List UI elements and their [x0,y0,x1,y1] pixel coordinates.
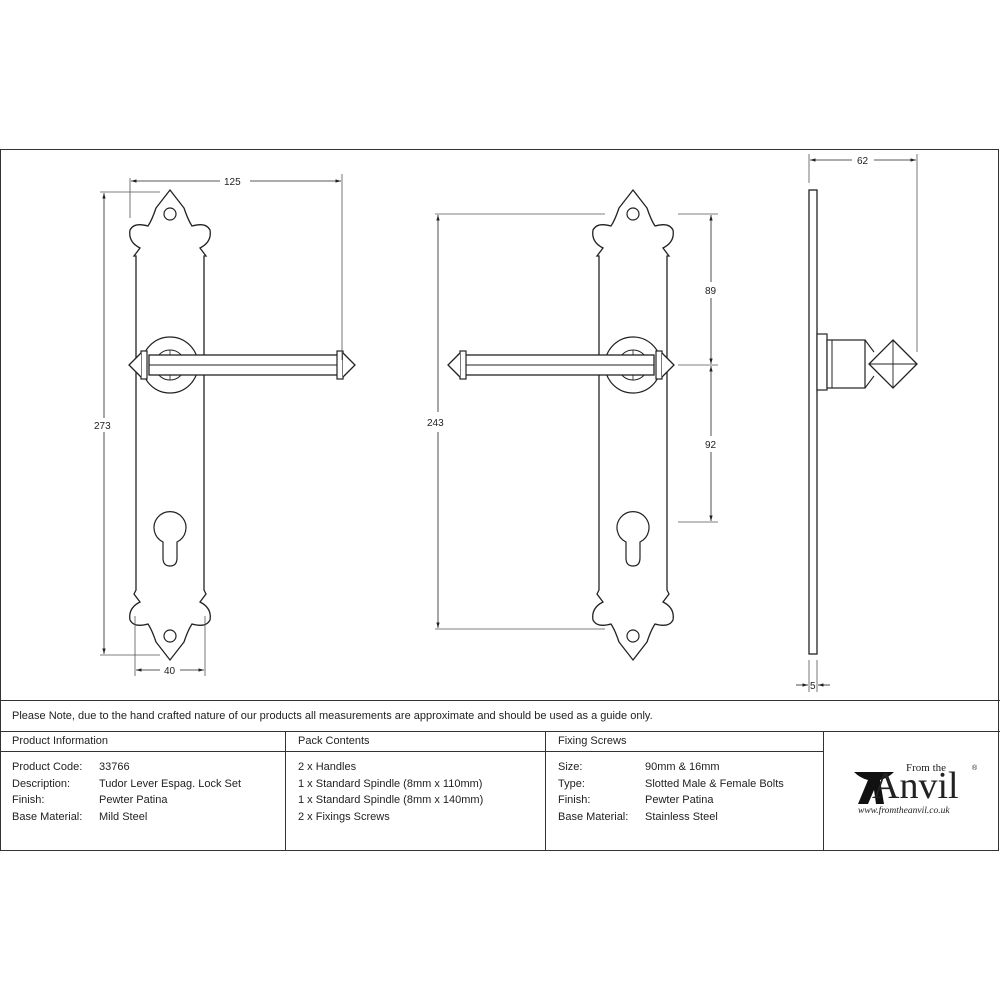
registered-mark: ® [972,765,978,772]
screw-type-value: Slotted Male & Female Bolts [645,777,784,790]
pack-contents-section: Pack Contents 2 x Handles 1 x Standard S… [286,732,546,851]
spec-row: Finish:Pewter Patina [558,792,823,809]
dim-plate-width: 40 [164,666,176,677]
technical-drawing: 125 273 40 243 89 92 62 5 [94,154,918,692]
measurement-note: Please Note, due to the hand crafted nat… [12,710,653,722]
fixing-screws-section: Fixing Screws Size:90mm & 16mm Type:Slot… [546,732,824,851]
spec-row: Size:90mm & 16mm [558,759,823,776]
product-information-heading: Product Information [0,732,285,752]
logo-from-the: From the [906,762,947,774]
front-view [128,189,356,661]
screw-size-value: 90mm & 16mm [645,761,720,773]
from-the-anvil-logo: From the Anvil ® www.fromtheanvil.co.uk [854,762,984,822]
logo-brand: Anvil [872,765,959,807]
fixing-screws-heading: Fixing Screws [546,732,823,752]
spec-row: Base Material:Stainless Steel [558,809,823,826]
pack-contents-heading: Pack Contents [286,732,545,752]
dim-fixing-centres: 243 [427,418,444,429]
description-value: Tudor Lever Espag. Lock Set [99,777,242,790]
pack-item: 1 x Standard Spindle (8mm x 110mm) [298,777,483,790]
dim-overall-height: 273 [94,421,111,432]
pack-item: 2 x Fixings Screws [298,810,390,823]
spec-row: Finish:Pewter Patina [12,792,285,809]
dim-spindle-to-cylinder: 92 [705,440,717,451]
dim-projection: 62 [857,156,869,167]
measurement-note-row: Please Note, due to the hand crafted nat… [0,700,1000,731]
base-material-value: Mild Steel [99,810,148,823]
anvil-icon [854,772,894,804]
rear-view [447,189,675,661]
product-code-value: 33766 [99,761,130,773]
dim-plate-thickness: 5 [810,681,816,692]
dim-top-to-spindle: 89 [705,286,717,297]
spec-row: Base Material:Mild Steel [12,809,285,826]
spec-table: Product Information Product Code:33766 D… [0,731,1000,851]
spec-row: Type:Slotted Male & Female Bolts [558,776,823,793]
screw-material-value: Stainless Steel [645,810,718,823]
logo-url: www.fromtheanvil.co.uk [858,806,950,816]
pack-item: 1 x Standard Spindle (8mm x 140mm) [298,794,484,806]
product-information-section: Product Information Product Code:33766 D… [0,732,286,851]
drawing-sheet-frame [0,149,999,851]
side-view [808,189,918,655]
spec-row: Description:Tudor Lever Espag. Lock Set [12,776,285,793]
dim-overall-width: 125 [224,177,241,188]
pack-item: 2 x Handles [298,761,357,773]
finish-value: Pewter Patina [99,794,168,806]
spec-row: Product Code:33766 [12,759,285,776]
screw-finish-value: Pewter Patina [645,794,714,806]
